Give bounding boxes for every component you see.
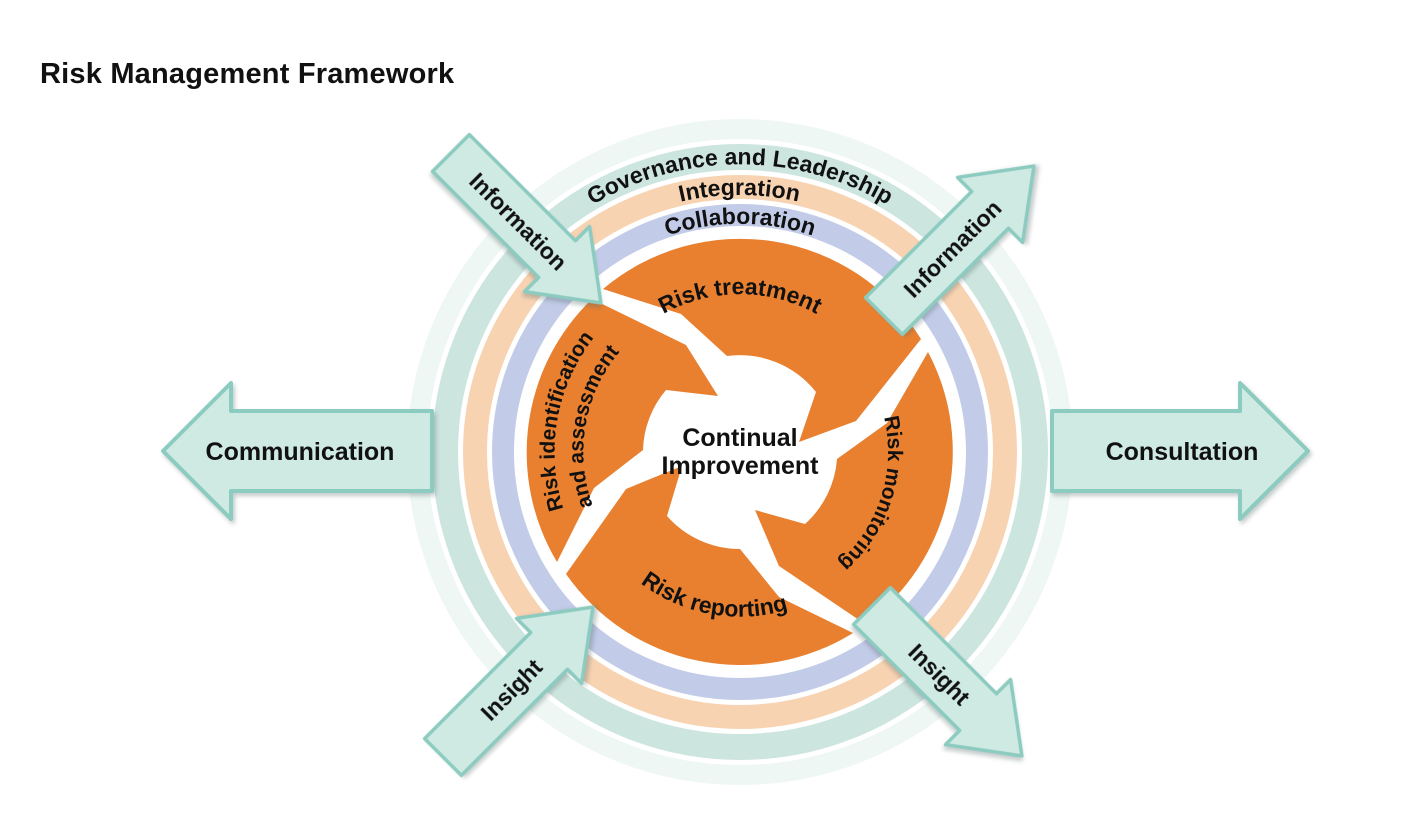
insight-out-border: [851, 585, 1024, 758]
ring-collaboration: [492, 204, 988, 700]
center-label-line2: Improvement: [662, 452, 820, 480]
communication-label: Communication: [206, 438, 395, 466]
insight-out-shape: [853, 587, 1022, 756]
consultation-label: Consultation: [1106, 438, 1259, 466]
insight-in-border: [422, 605, 595, 778]
communication-arrow: Communication: [161, 381, 434, 521]
insight-in-shape: [424, 607, 593, 776]
page-title: Risk Management Framework: [40, 58, 455, 90]
ring-label-integration: Integration: [676, 174, 803, 207]
segment-risk-treatment: [603, 238, 921, 442]
ring-governance: [432, 144, 1048, 760]
segment-risk-identification: [526, 299, 718, 562]
segment-risk-reporting: [566, 466, 853, 666]
information-in-border: [430, 132, 603, 305]
communication-arrow-shape: [163, 383, 432, 519]
information-out-border: [863, 164, 1036, 337]
center-label-line1: Continual: [682, 424, 797, 452]
consultation-arrow-shape: [1052, 383, 1308, 519]
communication-arrow-border: [161, 381, 434, 521]
ring-integration: [463, 175, 1017, 729]
ring-label-collaboration: Collaboration: [661, 203, 819, 241]
information-out-shape: [865, 166, 1034, 335]
consultation-arrow: Consultation: [1050, 381, 1310, 521]
consultation-arrow-border: [1050, 381, 1310, 521]
information-in-shape: [432, 134, 601, 303]
segment-risk-monitoring: [755, 352, 953, 624]
